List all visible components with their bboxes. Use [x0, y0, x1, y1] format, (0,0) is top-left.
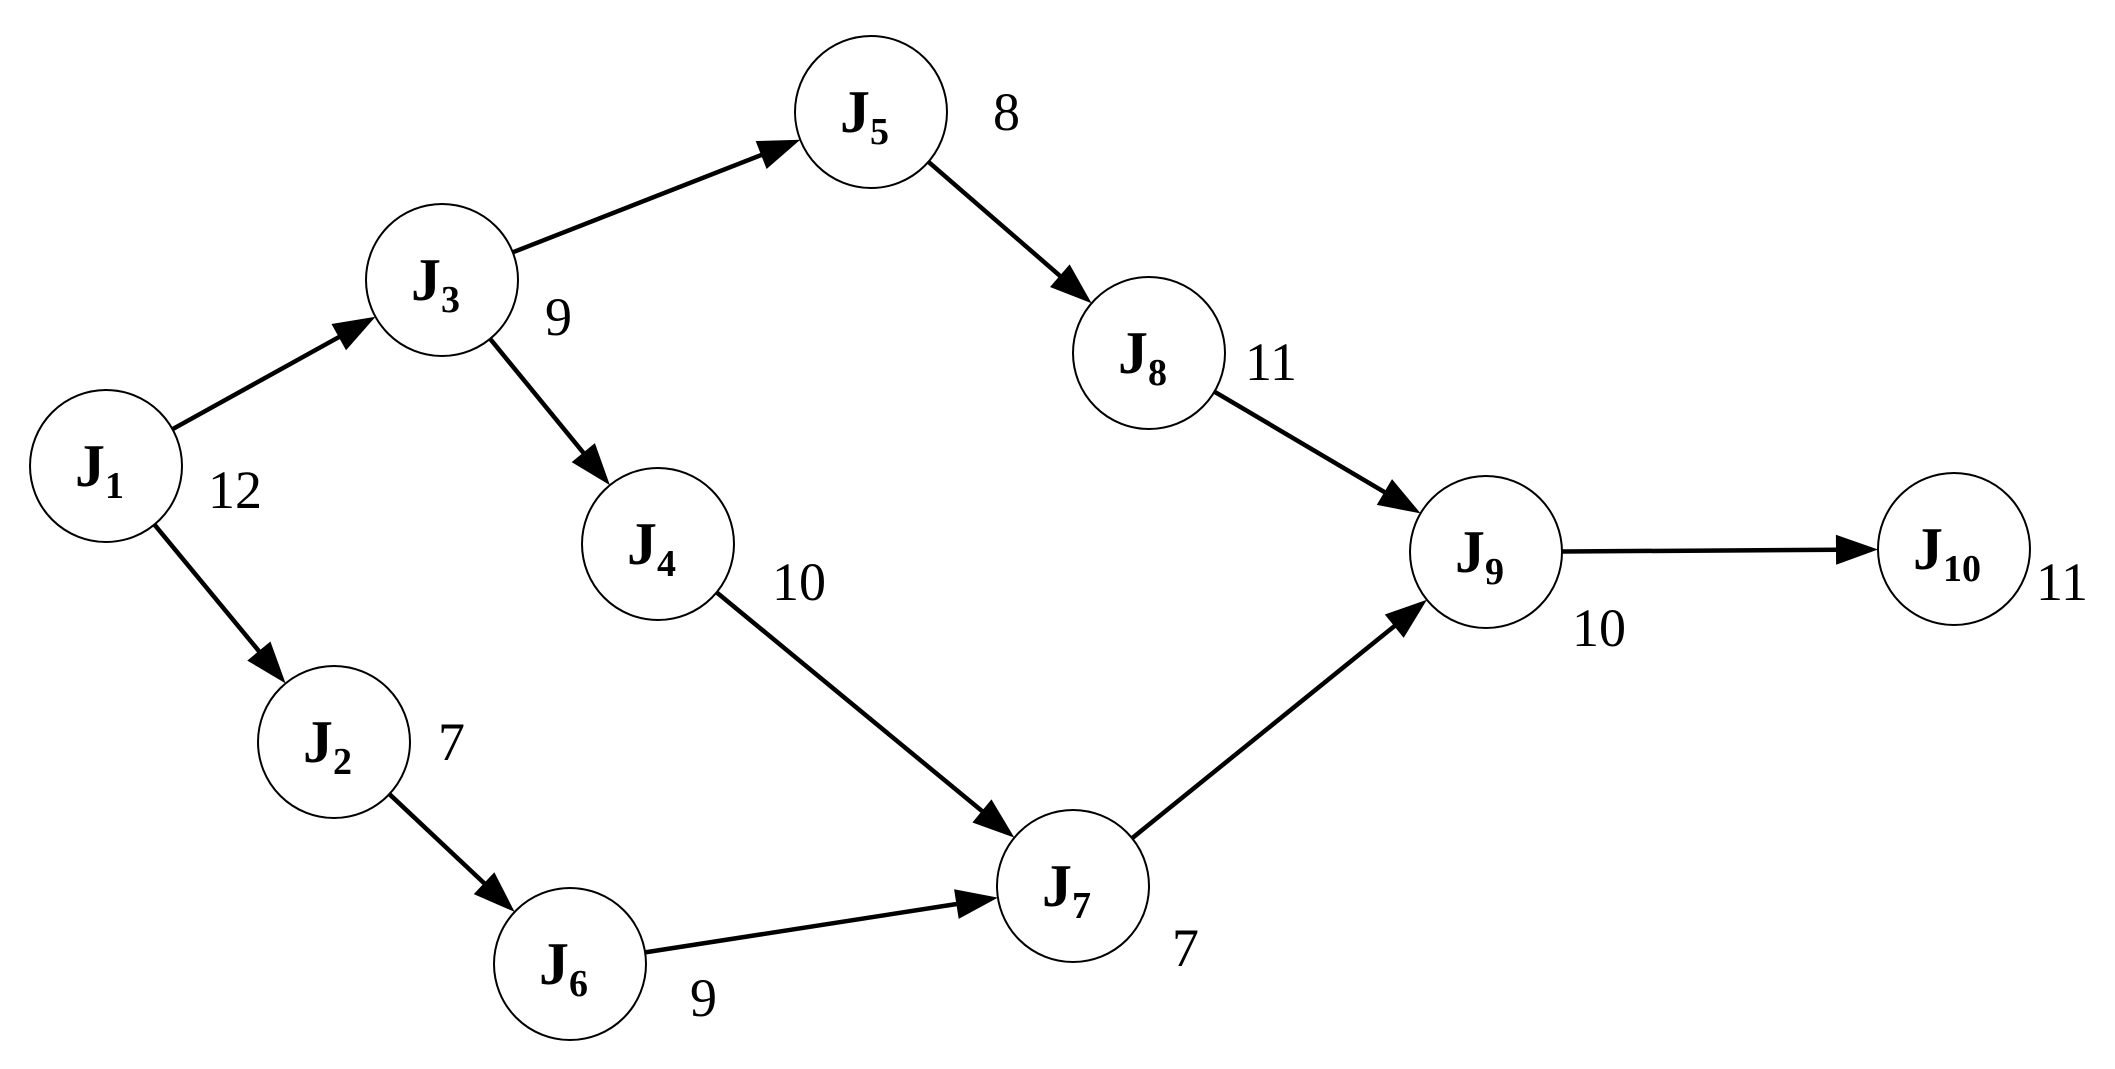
edge-line: [1130, 623, 1398, 840]
node-letter: J: [840, 79, 870, 145]
edge-line: [715, 590, 985, 814]
node-weight: 10: [1572, 598, 1626, 658]
arrowhead-icon: [755, 139, 801, 169]
node-weight: 7: [438, 712, 465, 772]
node-subscript: 1: [105, 465, 124, 507]
node-label: J5: [840, 79, 889, 153]
arrowhead-icon: [571, 443, 610, 486]
node-j3: J3 9: [365, 203, 572, 357]
node-j6: J6 9: [493, 887, 717, 1041]
arrowhead-icon: [331, 316, 376, 351]
node-circle: [1409, 475, 1563, 629]
node-letter: J: [1455, 519, 1485, 585]
node-subscript: 7: [1072, 885, 1091, 927]
edge-j1-j3: [171, 316, 376, 432]
node-circle: [1072, 276, 1226, 430]
node-label: J2: [303, 709, 352, 783]
edge-line: [1561, 547, 1839, 554]
node-subscript: 9: [1485, 551, 1504, 593]
node-letter: J: [1118, 320, 1148, 386]
edge-j8-j9: [1213, 389, 1421, 514]
edges-layer: [152, 139, 1879, 955]
edge-j1-j2: [152, 523, 286, 684]
edge-line: [387, 792, 488, 887]
node-j5: J5 8: [794, 35, 1020, 189]
node-weight: 7: [1172, 918, 1199, 978]
node-label: J3: [411, 247, 460, 321]
arrowhead-icon: [972, 799, 1015, 838]
node-j9: J9 10: [1409, 475, 1626, 658]
node-circle: [29, 389, 183, 543]
edge-j4-j7: [715, 590, 1015, 838]
node-label: J8: [1118, 320, 1167, 394]
node-letter: J: [539, 931, 569, 997]
arrowhead-icon: [1384, 599, 1427, 638]
node-j10: J10 11: [1877, 472, 2088, 626]
node-circle: [1877, 472, 2031, 626]
arrowhead-icon: [1835, 534, 1879, 565]
node-label: J7: [1042, 853, 1091, 927]
node-subscript: 5: [870, 111, 889, 153]
node-circle: [581, 467, 735, 621]
node-circle: [493, 887, 647, 1041]
node-weight: 9: [690, 968, 717, 1028]
edge-line: [171, 334, 342, 432]
node-letter: J: [1042, 853, 1072, 919]
node-subscript: 6: [569, 963, 588, 1005]
node-circle: [794, 35, 948, 189]
edge-j2-j6: [387, 792, 515, 912]
node-j4: J4 10: [581, 467, 826, 621]
node-subscript: 4: [657, 543, 676, 585]
edge-line: [152, 523, 262, 655]
node-subscript: 8: [1148, 352, 1167, 394]
edge-j3-j5: [511, 139, 801, 255]
node-label: J4: [627, 511, 676, 585]
node-subscript: 2: [333, 741, 352, 783]
edge-line: [488, 337, 587, 456]
node-label: J1: [75, 433, 124, 507]
node-letter: J: [303, 709, 333, 775]
node-circle: [365, 203, 519, 357]
node-letter: J: [1913, 516, 1943, 582]
node-j1: J1 12: [29, 389, 262, 543]
arrowhead-icon: [247, 641, 286, 684]
edge-j7-j9: [1130, 599, 1427, 840]
node-label: J6: [539, 931, 588, 1005]
edge-line: [644, 901, 959, 955]
arrowhead-icon: [1050, 264, 1092, 304]
edge-j5-j8: [926, 160, 1092, 304]
node-weight: 11: [1245, 332, 1297, 392]
edge-line: [926, 160, 1063, 279]
node-j7: J77: [996, 809, 1199, 978]
edge-line: [511, 152, 764, 255]
edge-j9-j10: [1561, 534, 1879, 565]
node-subscript: 10: [1943, 548, 1981, 590]
node-letter: J: [411, 247, 441, 313]
arrowhead-icon: [473, 872, 515, 912]
edge-line: [1213, 389, 1388, 495]
node-weight: 10: [772, 552, 826, 612]
edge-j6-j7: [644, 889, 998, 955]
node-j8: J8 11: [1072, 276, 1297, 430]
arrowhead-icon: [1376, 479, 1421, 514]
node-circle: [257, 665, 411, 819]
arrowhead-icon: [954, 889, 998, 919]
node-letter: J: [75, 433, 105, 499]
node-label: J10: [1913, 516, 1981, 590]
node-weight: 8: [993, 82, 1020, 142]
node-letter: J: [627, 511, 657, 577]
node-weight: 11: [2036, 552, 2088, 612]
node-subscript: 3: [441, 279, 460, 321]
node-weight: 9: [545, 287, 572, 347]
node-weight: 12: [208, 460, 262, 520]
node-label: J9: [1455, 519, 1504, 593]
node-j2: J2 7: [257, 665, 465, 819]
node-circle: [996, 809, 1150, 963]
edge-j3-j4: [488, 337, 610, 486]
